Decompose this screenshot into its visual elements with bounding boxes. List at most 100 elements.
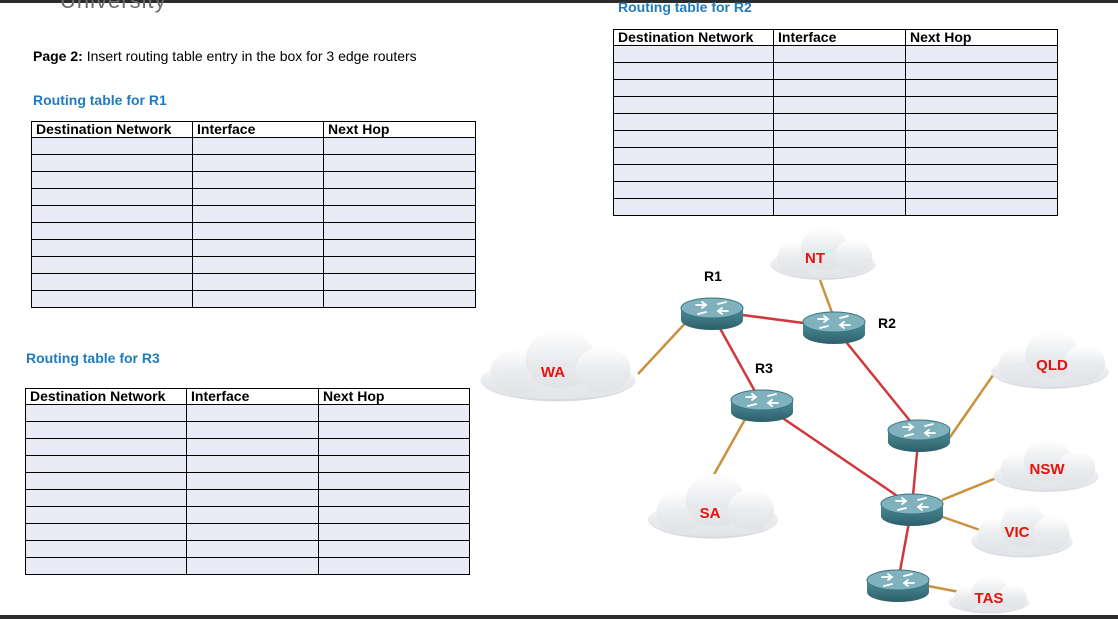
- router-r2-icon: [802, 311, 866, 345]
- next-hop-cell[interactable]: [905, 147, 1058, 165]
- table-row: [25, 472, 470, 490]
- instruction-text: Insert routing table entry in the box fo…: [82, 48, 417, 64]
- next-hop-cell[interactable]: [323, 273, 476, 291]
- next-hop-cell[interactable]: [318, 540, 470, 558]
- page-instruction: Page 2: Insert routing table entry in th…: [33, 48, 417, 64]
- interface-cell[interactable]: [192, 239, 324, 257]
- next-hop-cell[interactable]: [323, 239, 476, 257]
- next-hop-cell[interactable]: [905, 130, 1058, 148]
- interface-cell[interactable]: [773, 62, 906, 80]
- interface-cell[interactable]: [773, 130, 906, 148]
- bottom-rule: [0, 615, 1118, 619]
- link-r3-sa: [710, 413, 750, 479]
- routing-table-r1: Destination Network Interface Next Hop: [31, 121, 476, 308]
- col-destination-network: Destination Network: [31, 121, 193, 138]
- destination-cell[interactable]: [31, 239, 193, 257]
- page-number: Page 2:: [33, 48, 83, 64]
- destination-cell[interactable]: [25, 540, 187, 558]
- cloud-nt-label: NT: [805, 250, 825, 267]
- router-r2-label: R2: [878, 315, 896, 331]
- interface-cell[interactable]: [192, 290, 324, 308]
- interface-cell[interactable]: [186, 438, 319, 456]
- interface-cell[interactable]: [773, 96, 906, 114]
- interface-cell[interactable]: [192, 205, 324, 223]
- university-logo-fragment: University: [60, 0, 167, 13]
- next-hop-cell[interactable]: [318, 404, 470, 422]
- col-next-hop: Next Hop: [323, 121, 476, 138]
- interface-cell[interactable]: [186, 472, 319, 490]
- table-row: [613, 130, 1058, 148]
- table-row: [613, 79, 1058, 97]
- destination-cell[interactable]: [31, 290, 193, 308]
- tan-links: [637, 279, 1027, 597]
- interface-cell[interactable]: [773, 147, 906, 165]
- router-r3-label: R3: [755, 360, 773, 376]
- next-hop-cell[interactable]: [318, 438, 470, 456]
- interface-cell[interactable]: [773, 198, 906, 216]
- destination-cell[interactable]: [31, 205, 193, 223]
- destination-cell[interactable]: [25, 489, 187, 507]
- link-router-vic: [939, 514, 981, 532]
- destination-cell[interactable]: [31, 188, 193, 206]
- next-hop-cell[interactable]: [323, 205, 476, 223]
- destination-cell[interactable]: [31, 171, 193, 189]
- next-hop-cell[interactable]: [905, 113, 1058, 131]
- table-row: [613, 113, 1058, 131]
- table-row: [31, 188, 476, 206]
- next-hop-cell[interactable]: [905, 79, 1058, 97]
- interface-cell[interactable]: [186, 421, 319, 439]
- table-row: [613, 181, 1058, 199]
- routing-table-r3: Destination Network Interface Next Hop: [25, 388, 470, 575]
- interface-cell[interactable]: [773, 181, 906, 199]
- link-r2-qld-router: [833, 326, 920, 433]
- destination-cell[interactable]: [613, 198, 774, 216]
- cloud-wa-label: WA: [541, 364, 565, 381]
- table-row: [25, 540, 470, 558]
- destination-cell[interactable]: [613, 130, 774, 148]
- next-hop-cell[interactable]: [905, 198, 1058, 216]
- next-hop-cell[interactable]: [318, 523, 470, 541]
- router-r1-label: R1: [704, 268, 722, 284]
- destination-cell[interactable]: [613, 181, 774, 199]
- destination-cell[interactable]: [25, 438, 187, 456]
- col-interface: Interface: [773, 29, 906, 46]
- next-hop-cell[interactable]: [323, 256, 476, 274]
- table-row: [25, 438, 470, 456]
- next-hop-cell[interactable]: [318, 472, 470, 490]
- destination-cell[interactable]: [613, 45, 774, 63]
- routing-table-r1-title: Routing table for R1: [33, 92, 167, 108]
- destination-cell[interactable]: [613, 113, 774, 131]
- table-row: [31, 205, 476, 223]
- interface-cell[interactable]: [192, 171, 324, 189]
- interface-cell[interactable]: [186, 489, 319, 507]
- table-row: [25, 489, 470, 507]
- next-hop-cell[interactable]: [323, 188, 476, 206]
- interface-cell[interactable]: [192, 273, 324, 291]
- interface-cell[interactable]: [773, 113, 906, 131]
- next-hop-cell[interactable]: [318, 455, 470, 473]
- next-hop-cell[interactable]: [905, 62, 1058, 80]
- destination-cell[interactable]: [25, 506, 187, 524]
- table-row: [613, 62, 1058, 80]
- next-hop-cell[interactable]: [318, 557, 470, 575]
- next-hop-cell[interactable]: [323, 290, 476, 308]
- interface-cell[interactable]: [186, 455, 319, 473]
- destination-cell[interactable]: [25, 472, 187, 490]
- interface-cell[interactable]: [773, 45, 906, 63]
- interface-cell[interactable]: [186, 523, 319, 541]
- next-hop-cell[interactable]: [905, 181, 1058, 199]
- destination-cell[interactable]: [613, 79, 774, 97]
- destination-cell[interactable]: [613, 62, 774, 80]
- interface-cell[interactable]: [192, 188, 324, 206]
- destination-cell[interactable]: [613, 96, 774, 114]
- next-hop-cell[interactable]: [905, 164, 1058, 182]
- interface-cell[interactable]: [186, 557, 319, 575]
- next-hop-cell[interactable]: [318, 489, 470, 507]
- interface-cell[interactable]: [186, 540, 319, 558]
- next-hop-cell[interactable]: [323, 137, 476, 155]
- col-next-hop: Next Hop: [905, 29, 1058, 46]
- destination-cell[interactable]: [31, 222, 193, 240]
- destination-cell[interactable]: [25, 404, 187, 422]
- destination-cell[interactable]: [25, 557, 187, 575]
- next-hop-cell[interactable]: [318, 506, 470, 524]
